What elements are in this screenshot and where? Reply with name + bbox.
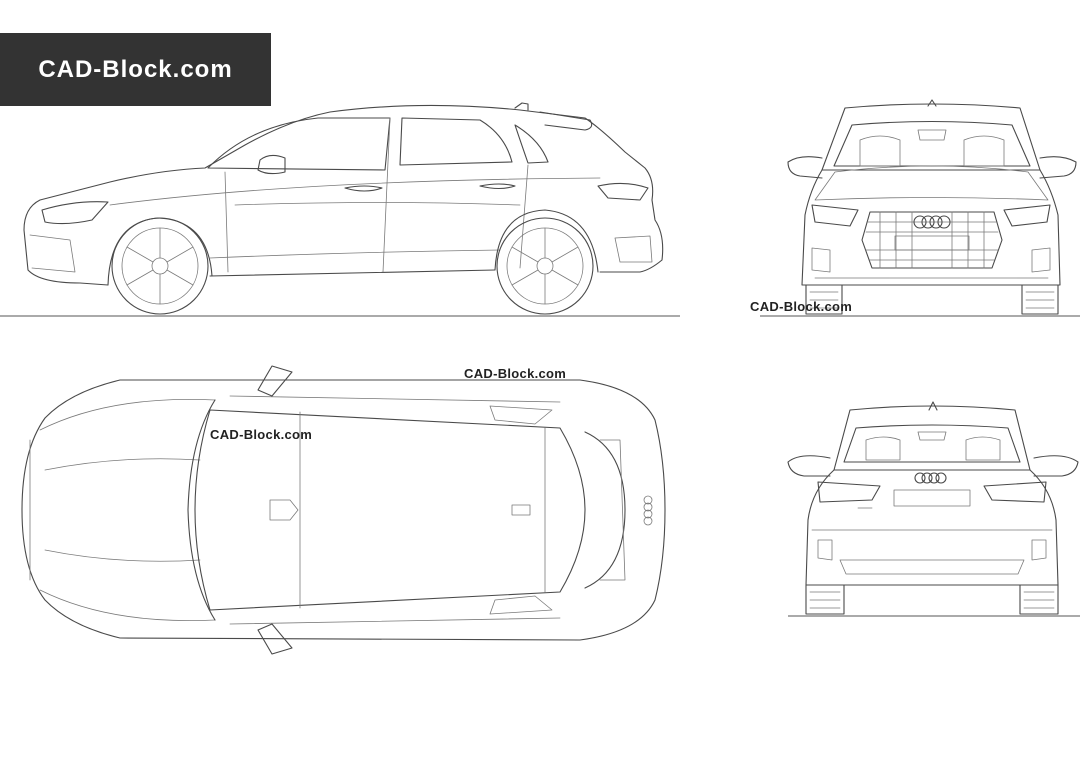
watermark-front-view: CAD-Block.com <box>750 299 853 314</box>
logo-text: CAD-Block.com <box>38 55 233 83</box>
watermark-top-view-left: CAD-Block.com <box>210 427 313 442</box>
watermark-top-view-right: CAD-Block.com <box>464 366 567 381</box>
logo-badge: CAD-Block.com <box>0 33 271 106</box>
